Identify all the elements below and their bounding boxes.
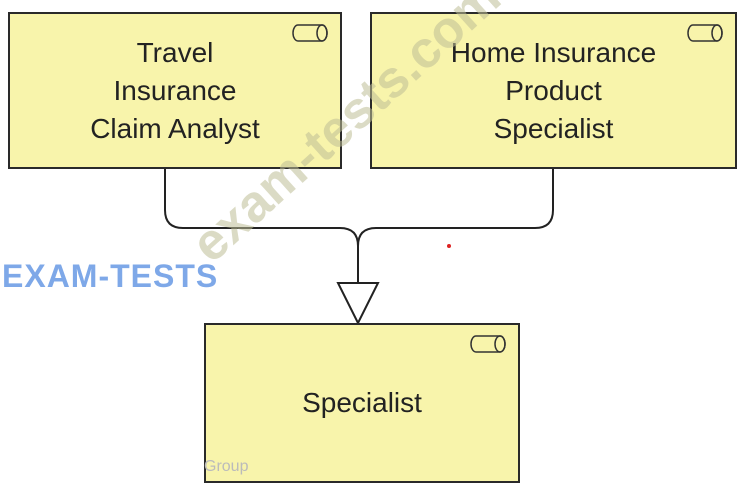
group-label: Group: [204, 458, 249, 475]
business-role-icon: [292, 24, 328, 42]
business-role-icon: [687, 24, 723, 42]
business-role-icon: [470, 335, 506, 353]
element-label: Specialist: [302, 387, 422, 418]
role-specialist[interactable]: Specialist: [204, 323, 520, 483]
specialization-arrowhead: [336, 282, 380, 326]
watermark-logo: EXAM-TESTS: [2, 258, 219, 294]
